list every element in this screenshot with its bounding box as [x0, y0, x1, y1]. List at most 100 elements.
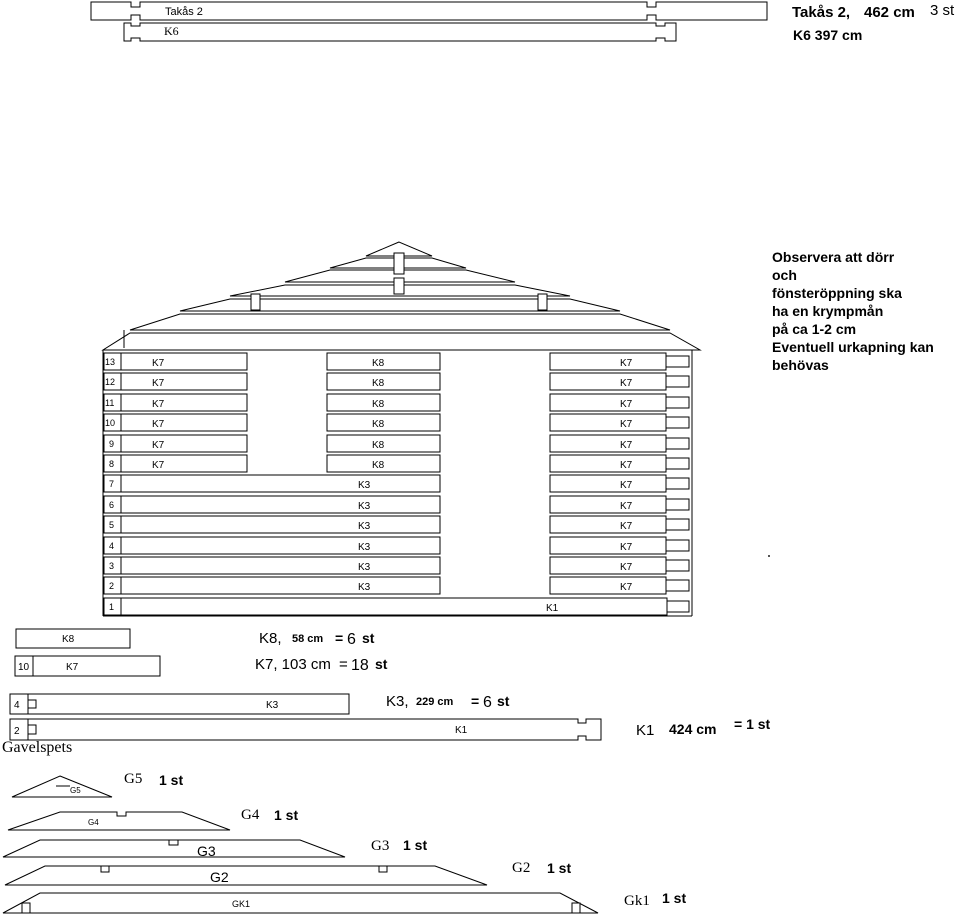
- log-notch: [665, 477, 690, 490]
- k8-log: [326, 352, 441, 371]
- k7-log-left: [120, 352, 248, 371]
- k7-log-left: [120, 454, 248, 473]
- gk1-code: Gk1: [624, 893, 650, 909]
- g3-piece-label: G3: [197, 843, 216, 859]
- k8-log: [326, 454, 441, 473]
- k3-part-label: K3: [266, 700, 279, 711]
- note-line: fönsteröppning ska: [772, 285, 902, 301]
- gk1-piece-label: GK1: [232, 899, 250, 909]
- k7-log-right: [549, 536, 667, 555]
- k7-log-right-label: K7: [620, 399, 633, 410]
- k3-annotation-qty: 6: [483, 694, 492, 711]
- k7-log-right-label: K7: [620, 582, 633, 593]
- k8-log: [326, 413, 441, 432]
- row-number: 3: [109, 561, 114, 571]
- k8-annotation-equals: =: [335, 630, 343, 646]
- takas-annotation-length: 462 cm: [864, 4, 915, 21]
- row-number: 8: [109, 459, 114, 469]
- log-notch: [665, 539, 690, 552]
- k7-log-left-label: K7: [152, 419, 165, 430]
- note-line: på ca 1-2 cm: [772, 321, 857, 337]
- gk1-piece: [2, 892, 599, 914]
- k3-log-label: K3: [358, 542, 371, 553]
- stray-dot: [768, 555, 770, 557]
- log-notch: [666, 600, 690, 613]
- k8-part-label: K8: [62, 634, 75, 645]
- g4-piece-label: G4: [88, 818, 99, 827]
- k7-log-right: [549, 372, 667, 391]
- k3-log: [120, 515, 441, 534]
- k7-log-right: [549, 434, 667, 453]
- k6-log: [123, 22, 677, 42]
- note-line: och: [772, 267, 797, 283]
- k7-part-number: 10: [18, 662, 30, 673]
- k3-part-number: 4: [14, 700, 20, 711]
- log-notch: [665, 579, 690, 592]
- note-line: behövas: [772, 357, 829, 373]
- g2-piece: [4, 865, 488, 886]
- takas-annotation-quantity: 3 st: [930, 2, 955, 19]
- takas-log: [90, 1, 768, 21]
- k3-log: [120, 556, 441, 575]
- k3-log-label: K3: [358, 582, 371, 593]
- gavelspets-heading: Gavelspets: [2, 739, 72, 756]
- k3-annotation-unit: st: [497, 693, 510, 709]
- row-number: 12: [105, 377, 115, 387]
- log-notch: [665, 457, 690, 470]
- log-notch: [665, 396, 690, 409]
- note-line: Eventuell urkapning kan: [772, 339, 934, 355]
- k7-log-right-label: K7: [620, 542, 633, 553]
- k6-annotation: K6 397 cm: [793, 27, 862, 43]
- wall-outline: [102, 330, 693, 617]
- k7-log-left: [120, 393, 248, 412]
- k6-label: K6: [164, 24, 179, 38]
- row-number: 1: [109, 602, 114, 612]
- k7-log-right-label: K7: [620, 378, 633, 389]
- g5-code: G5: [124, 771, 142, 787]
- g4-code: G4: [241, 807, 260, 823]
- k7-log-right-label: K7: [620, 460, 633, 471]
- k7-log-right-label: K7: [620, 358, 633, 369]
- k7-log-left: [120, 372, 248, 391]
- g2-piece-label: G2: [210, 869, 229, 885]
- takas-label: Takås 2: [165, 6, 203, 18]
- log-notch: [665, 498, 690, 511]
- k7-log-left-label: K7: [152, 399, 165, 410]
- k7-log-left-label: K7: [152, 378, 165, 389]
- g2-code: G2: [512, 860, 530, 876]
- k8-annotation-name: K8,: [259, 630, 282, 647]
- k8-log-label: K8: [372, 358, 385, 369]
- k8-log-label: K8: [372, 378, 385, 389]
- k7-log-right: [549, 556, 667, 575]
- k8-log: [326, 372, 441, 391]
- k8-log-label: K8: [372, 460, 385, 471]
- shrinkage-note: Observera att dörr och fönsteröppning sk…: [772, 248, 934, 374]
- k7-log-right: [549, 393, 667, 412]
- g5-piece: [11, 775, 113, 798]
- k7-log-left: [120, 413, 248, 432]
- k7-log-right-label: K7: [620, 562, 633, 573]
- row-number: 6: [109, 500, 114, 510]
- k8-annotation-qty: 6: [347, 631, 356, 648]
- log-notch: [665, 437, 690, 450]
- row-number: 9: [109, 439, 114, 449]
- k7-annotation-qty: 18: [351, 657, 369, 674]
- k8-log-label: K8: [372, 399, 385, 410]
- k7-part-label: K7: [66, 662, 79, 673]
- k3-log-label: K3: [358, 562, 371, 573]
- k8-log-label: K8: [372, 440, 385, 451]
- note-line: ha en krympmån: [772, 303, 884, 319]
- log-notch: [665, 559, 690, 572]
- k1-part: [9, 718, 602, 741]
- k7-log-right: [549, 352, 667, 371]
- row-number: 2: [109, 581, 114, 591]
- row-number: 7: [109, 479, 114, 489]
- row-number: 4: [109, 541, 114, 551]
- k8-log-label: K8: [372, 419, 385, 430]
- k7-log-left-label: K7: [152, 440, 165, 451]
- k1-annotation-qty: = 1 st: [734, 716, 771, 732]
- k1-part-label: K1: [455, 725, 468, 736]
- k3-log-label: K3: [358, 501, 371, 512]
- log-notch: [665, 416, 690, 429]
